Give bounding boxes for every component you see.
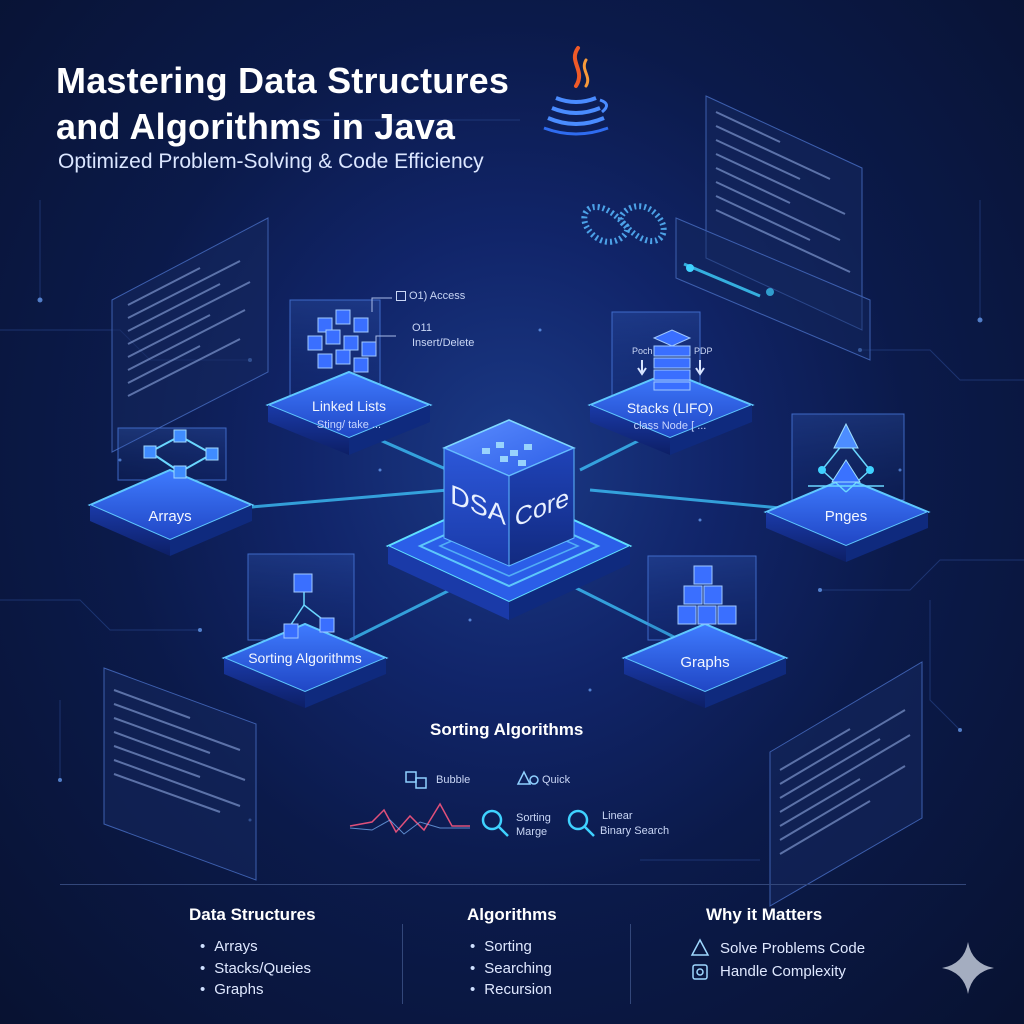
arrays-label: Arrays [148,508,192,525]
title-line-2: and Algorithms in Java [56,106,456,147]
linked-lists-sublabel: Sting/ take ... [316,419,382,431]
graphs-platform [621,555,789,708]
quick-icon [516,770,539,785]
code-panel-bottom-left [103,667,257,881]
list-item: Arrays [200,936,311,958]
footer-data-structures-title: Data Structures [189,905,316,924]
push-annotation: Poch [632,346,653,356]
page-subtitle: Optimized Problem-Solving & Code Efficie… [58,150,484,173]
title-line-1: Mastering Data Structures [56,60,510,101]
code-panel-top-right [705,95,863,331]
list-item: Sorting [470,936,552,958]
list-item: Graphs [200,979,311,1001]
why-item-complexity: Handle Complexity [720,963,846,980]
ui-panel-right [675,217,871,361]
warning-triangle-icon [690,938,710,956]
footer-divider [60,884,966,885]
target-box-icon [692,964,708,980]
linked-lists-label: Linked Lists [312,398,386,414]
binary-search-label: Binary Search [600,825,670,837]
pnges-platform [763,413,931,562]
dsa-core-platform [385,419,633,620]
footer-why-title: Why it Matters [706,905,823,924]
insert-annotation-line1: O11 [412,322,432,334]
pop-annotation: PDP [694,346,713,356]
sorting-sublabel: Sorting [516,812,551,824]
graphs-label: Graphs [680,654,730,671]
bubble-icon [405,771,427,789]
list-item: Stacks/Queies [200,958,311,980]
why-item-solve: Solve Problems Code [720,940,866,957]
bubble-label: Bubble [436,774,471,786]
stacks-label: Stacks (LIFO) [626,400,714,416]
quick-label: Quick [542,774,571,786]
java-coffee-cup-icon [543,46,609,136]
footer-algorithms-list: Sorting Searching Recursion [470,936,552,1001]
pnges-label: Pnges [824,508,868,525]
linked-lists-platform [265,299,433,455]
footer-algorithms-title: Algorithms [467,905,557,924]
sorting-platform [221,553,389,708]
access-box-icon [396,291,406,302]
sort-wave-icon [349,802,470,835]
stacks-sublabel: class Node [ ... [633,420,707,432]
access-text: O1) Access [409,290,466,302]
sparkle-star-icon [942,942,994,994]
stacks-platform [587,311,755,455]
list-item: Recursion [470,979,552,1001]
code-panel-left [111,217,269,453]
access-annotation-lines [371,297,396,350]
magnifier-icon-merge [481,809,509,837]
linear-label: Linear [602,810,633,822]
footer-column-divider-2 [630,924,631,1004]
page-title: Mastering Data Structures and Algorithms… [56,58,509,150]
sorting-section-title: Sorting Algorithms [430,720,584,739]
code-panel-bottom-right [769,661,923,907]
magnifier-icon-search [567,809,595,837]
arrays-platform [87,427,255,556]
insert-annotation-line2: Insert/Delete [412,337,475,349]
marge-sublabel: Marge [516,826,548,838]
footer-data-structures-list: Arrays Stacks/Queies Graphs [200,936,311,1001]
list-item: Searching [470,958,552,980]
footer-column-divider-1 [402,924,403,1004]
sorting-algorithms-label: Sorting Algorithms [248,650,362,666]
infinity-icon [581,203,667,245]
access-annotation: O1) Access [396,290,465,302]
